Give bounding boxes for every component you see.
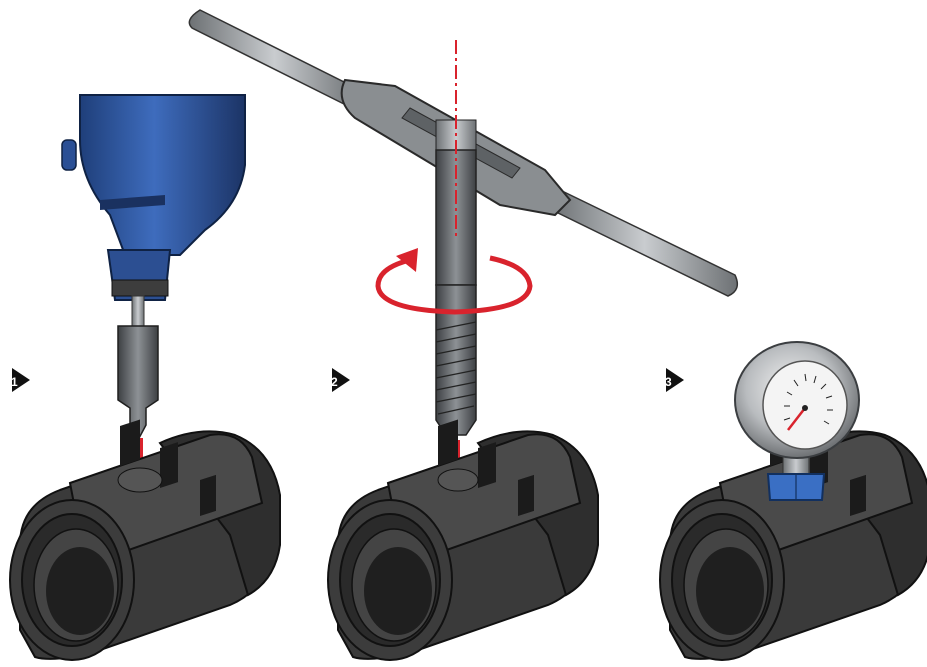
step-number-2: 2 <box>331 375 338 389</box>
drill-side-button <box>61 139 77 171</box>
tap-wrench-handle-left <box>188 9 361 110</box>
drilled-hole-2 <box>437 468 479 492</box>
spade-bit <box>117 325 159 442</box>
tap-wrench-handle-right <box>551 188 739 297</box>
rotation-arrow-icon <box>375 248 533 315</box>
tap-threads <box>435 284 477 436</box>
step-2-group: 2 <box>188 9 739 661</box>
step-1-group: 1 <box>9 94 281 661</box>
pipe-fitting-2 <box>327 418 599 661</box>
thread-lines <box>435 321 477 415</box>
gauge-ticks <box>783 373 833 425</box>
step-number-3: 3 <box>665 375 672 389</box>
step-marker-icon <box>332 368 350 392</box>
drilled-hole-1 <box>117 467 163 493</box>
drill-grip-line <box>100 195 165 210</box>
pipe-fitting-1 <box>9 418 281 661</box>
chuck-collar <box>111 279 169 297</box>
step-number-1: 1 <box>11 375 18 389</box>
gauge-needle <box>787 407 806 431</box>
bit-shank <box>131 295 145 327</box>
step-marker-icon <box>12 368 30 392</box>
drill-body <box>79 94 246 256</box>
step-marker-icon <box>666 368 684 392</box>
step-3-group: 3 <box>659 341 927 661</box>
